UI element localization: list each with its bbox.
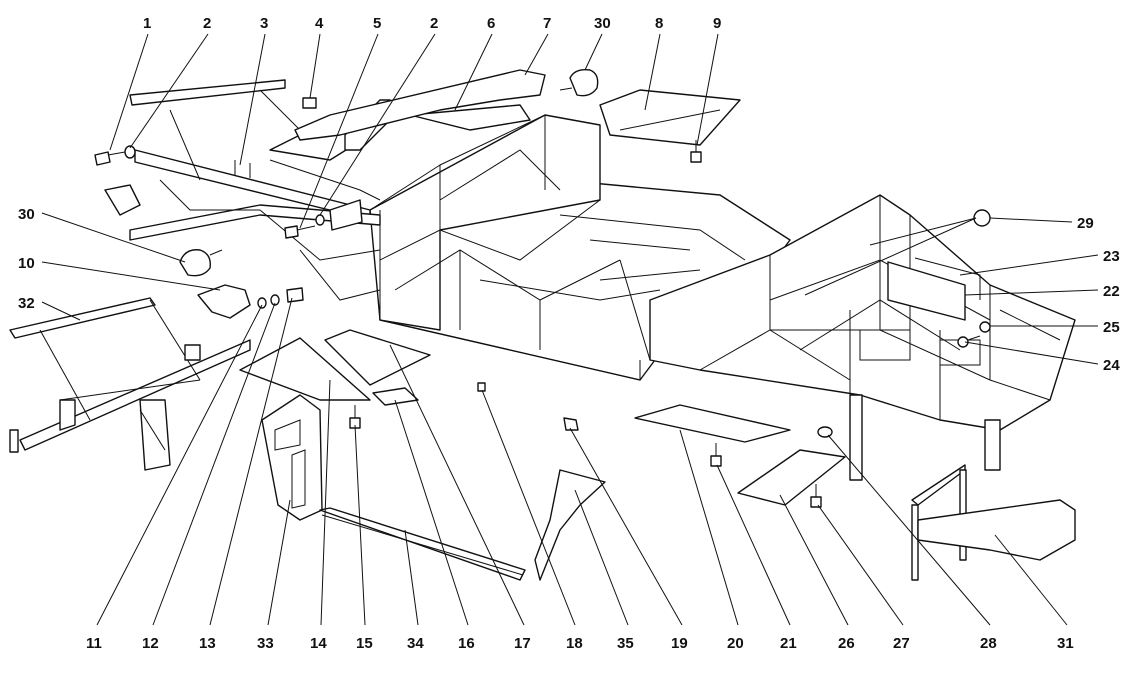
loose-parts: [9, 68, 1076, 581]
callout-label: 7: [543, 15, 551, 32]
callout-label: 14: [310, 635, 327, 652]
grommet-part-28: [817, 426, 833, 438]
callout-label: 19: [671, 635, 688, 652]
callout-label: 6: [487, 15, 495, 32]
callout-label: 5: [373, 15, 381, 32]
callout-label: 18: [566, 635, 583, 652]
fasteners-parts-11-13: [257, 287, 304, 309]
callout-label: 2: [430, 15, 438, 32]
screw-part-9: [690, 140, 702, 163]
plate-part-22-23: [887, 257, 981, 321]
callout-label: 1: [143, 15, 151, 32]
callout-labels-right: 29 23 22 25 24: [1077, 215, 1120, 374]
callout-label: 30: [18, 206, 35, 223]
callout-label: 4: [315, 15, 324, 32]
callout-label: 10: [18, 255, 35, 272]
callout-label: 35: [617, 635, 634, 652]
front-frame-part-32: [9, 297, 251, 471]
callout-label: 28: [980, 635, 997, 652]
callout-label: 23: [1103, 248, 1120, 265]
bolt-part-5: [284, 225, 316, 239]
callout-labels-top: 1 2 3 4 5 2 6 7 30 8 9: [143, 15, 721, 32]
rubber-mount-part-30a: [559, 68, 599, 97]
callout-label: 32: [18, 295, 35, 312]
clip-part-4: [302, 97, 317, 109]
screw-part-27: [810, 484, 822, 508]
callout-label: 31: [1057, 635, 1074, 652]
callout-label: 27: [893, 635, 910, 652]
cap-part-29: [973, 209, 991, 227]
floor-plate-part-14: [239, 337, 371, 401]
plate-part-26: [737, 449, 846, 506]
washer-part-2: [124, 145, 136, 159]
callout-label: 24: [1103, 357, 1120, 374]
callout-label: 25: [1103, 319, 1120, 336]
bracket-part-35: [534, 469, 606, 581]
callout-label: 3: [260, 15, 268, 32]
crossmember-part-7: [294, 69, 546, 141]
block-part-16: [372, 387, 419, 406]
callout-label: 15: [356, 635, 373, 652]
callout-label: 17: [514, 635, 531, 652]
callout-label: 11: [86, 635, 102, 652]
callout-label: 26: [838, 635, 855, 652]
side-panel-part-33: [261, 394, 323, 521]
clip-part-18: [477, 382, 486, 392]
bolt-part-1: [94, 151, 126, 166]
callout-label: 30: [594, 15, 611, 32]
callout-label: 8: [655, 15, 663, 32]
callout-label: 16: [458, 635, 475, 652]
sill-part-34: [319, 507, 526, 581]
callout-labels-bottom: 11 12 13 33 14 15 34 16 17 18 35 19 20 2…: [86, 635, 1074, 652]
main-chassis-frame: [104, 79, 1076, 481]
callout-label: 12: [142, 635, 159, 652]
callout-label: 29: [1077, 215, 1094, 232]
screw-part-15: [349, 405, 361, 429]
callout-label: 21: [780, 635, 797, 652]
callout-label: 2: [203, 15, 211, 32]
bracket-part-10: [197, 284, 251, 319]
panel-part-17: [324, 329, 431, 386]
screw-part-21: [710, 443, 722, 467]
strip-part-20: [634, 404, 791, 443]
rubber-mount-part-30b: [179, 249, 223, 277]
callout-label: 33: [257, 635, 274, 652]
leader-lines: [41, 33, 1099, 626]
plate-part-6: [409, 104, 531, 131]
tray-part-8: [599, 89, 741, 146]
callout-labels-left: 30 10 32: [18, 206, 35, 312]
nut-part-19: [563, 417, 579, 431]
callout-label: 34: [407, 635, 424, 652]
callout-label: 22: [1103, 283, 1120, 300]
callout-label: 20: [727, 635, 744, 652]
callout-label: 9: [713, 15, 721, 32]
rear-bracket-part-31: [911, 464, 1076, 581]
callout-label: 13: [199, 635, 216, 652]
